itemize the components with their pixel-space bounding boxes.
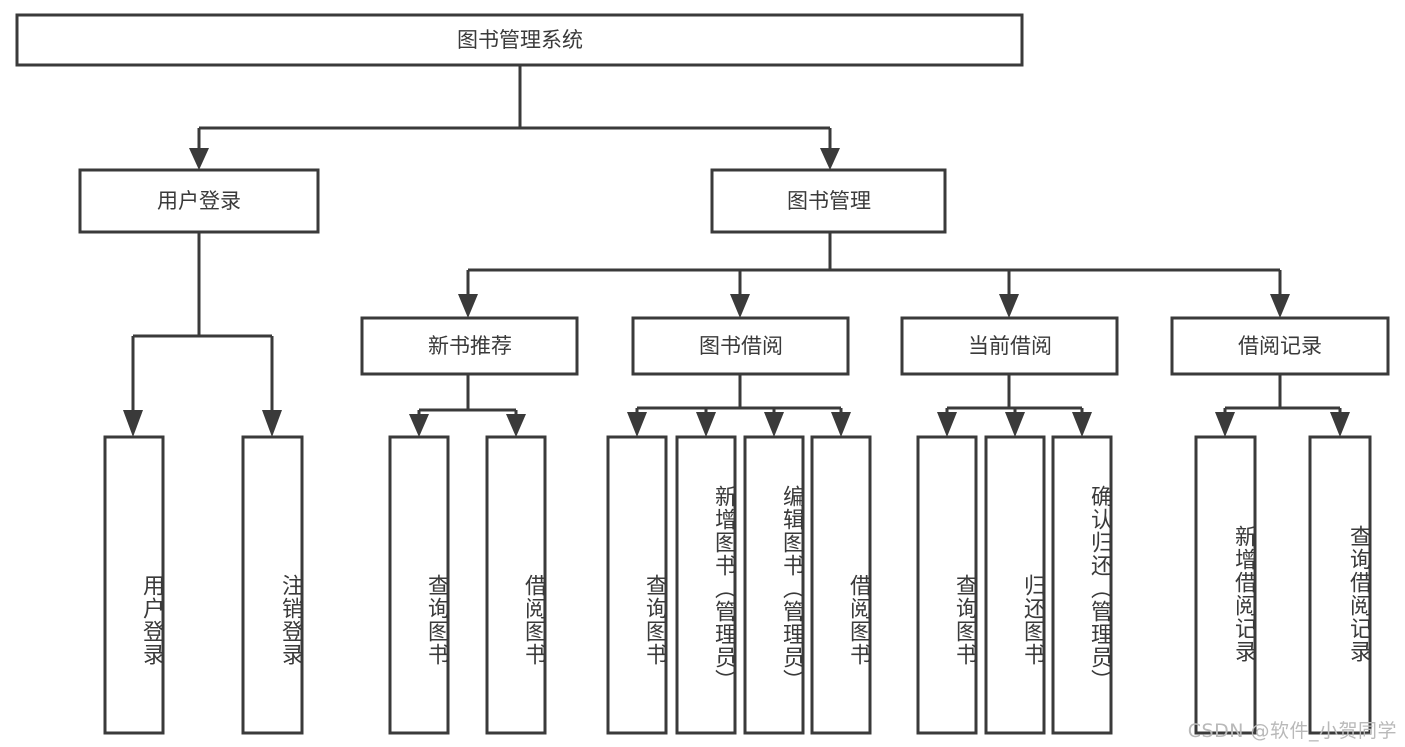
node-root-box[interactable] [15, 13, 1024, 67]
arrowhead-leaf-user-login [123, 410, 143, 437]
arrowhead-leaf-query-borrow-record [1330, 412, 1350, 437]
arrowhead-leaf-add-borrow-record [1215, 412, 1235, 437]
arrowhead-book-management [820, 148, 840, 170]
arrowhead-leaf-add-book [696, 412, 716, 437]
node-root-label: 图书管理系统 [457, 28, 583, 52]
node-borrow-record-box[interactable] [1170, 316, 1390, 376]
leaf-box-edit-book[interactable] [743, 435, 805, 735]
node-borrow-record[interactable]: 借阅记录 [1170, 316, 1390, 376]
node-book-management[interactable]: 图书管理 [710, 168, 947, 234]
connector-group-current-borrow [937, 374, 1092, 437]
leaf-boxes [103, 435, 1372, 735]
node-current-borrow-box[interactable] [900, 316, 1119, 376]
leaf-box-borrow-book-rec[interactable] [485, 435, 547, 735]
connector-group-new-book-recommend [409, 374, 526, 437]
node-borrow-record-label: 借阅记录 [1238, 334, 1322, 358]
node-book-borrow-label: 图书借阅 [699, 334, 783, 358]
arrowhead-leaf-borrow-book-rec [506, 414, 526, 437]
node-current-borrow-label: 当前借阅 [968, 334, 1052, 358]
leaf-box-user-logout[interactable] [241, 435, 304, 735]
arrowhead-leaf-query-book-borrow [627, 412, 647, 437]
csdn-watermark: CSDN @软件_小贺同学 [1187, 720, 1397, 742]
leaf-box-query-book-rec[interactable] [388, 435, 450, 735]
leaf-box-confirm-return[interactable] [1051, 435, 1113, 735]
node-book-borrow-box[interactable] [631, 316, 850, 376]
node-new-book-recommend[interactable]: 新书推荐 [360, 316, 579, 376]
node-current-borrow[interactable]: 当前借阅 [900, 316, 1119, 376]
connector-group-borrow-record [1215, 374, 1350, 437]
leaf-box-add-book[interactable] [675, 435, 737, 735]
arrowhead-leaf-confirm-return [1072, 412, 1092, 437]
node-book-management-label: 图书管理 [787, 189, 871, 213]
arrowhead-leaf-return-book [1005, 412, 1025, 437]
connector-group-root [189, 65, 840, 170]
leaf-box-query-book-borrow[interactable] [606, 435, 668, 735]
connector-group-book-borrow [627, 374, 851, 437]
node-user-login-label: 用户登录 [157, 189, 241, 213]
arrowhead-leaf-query-book-current [937, 412, 957, 437]
leaf-box-user-login[interactable] [103, 435, 165, 735]
connector-group-book-management [458, 232, 1290, 318]
arrowhead-book-borrow [730, 294, 750, 318]
arrowhead-user-login [189, 148, 209, 170]
arrowhead-current-borrow [999, 294, 1019, 318]
arrowhead-leaf-edit-book [764, 412, 784, 437]
leaf-box-borrow-book[interactable] [810, 435, 872, 735]
node-book-borrow[interactable]: 图书借阅 [631, 316, 850, 376]
leaf-box-return-book[interactable] [984, 435, 1046, 735]
node-user-login-box[interactable] [78, 168, 320, 234]
leaf-box-add-borrow-record[interactable] [1194, 435, 1257, 735]
node-root[interactable]: 图书管理系统 [15, 13, 1024, 67]
leaf-box-query-borrow-record[interactable] [1308, 435, 1372, 735]
arrowhead-leaf-borrow-book [831, 412, 851, 437]
node-user-login[interactable]: 用户登录 [78, 168, 320, 234]
arrowhead-borrow-record [1270, 294, 1290, 318]
connector-group-user-login [123, 232, 282, 437]
node-new-book-recommend-label: 新书推荐 [428, 334, 512, 358]
arrowhead-new-book-recommend [458, 294, 478, 318]
leaf-box-query-book-current[interactable] [916, 435, 978, 735]
arrowhead-leaf-query-book-rec [409, 414, 429, 437]
arrowhead-leaf-user-logout [262, 410, 282, 437]
node-book-management-box[interactable] [710, 168, 947, 234]
node-new-book-recommend-box[interactable] [360, 316, 579, 376]
